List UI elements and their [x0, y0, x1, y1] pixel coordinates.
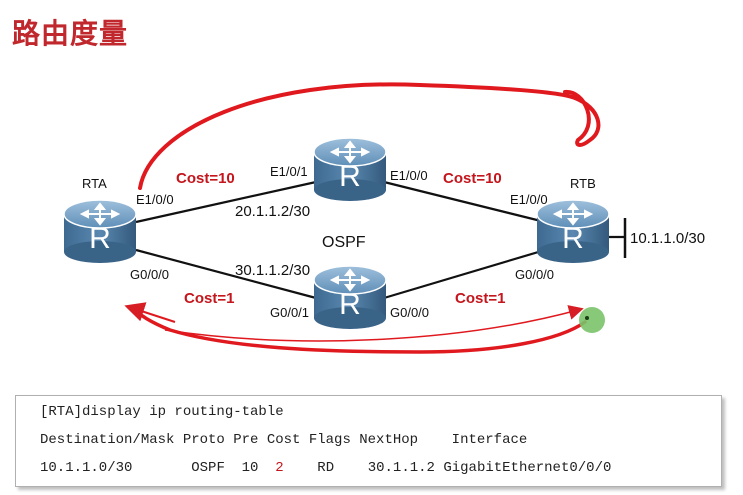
router-rta: R	[63, 199, 137, 264]
cost-upper-right: Cost=10	[443, 170, 502, 187]
if-top-right: E1/0/0	[390, 168, 428, 183]
router-rtb: R	[536, 199, 610, 264]
link-top-rtb	[383, 180, 546, 224]
network-topology-diagram: R R R R RTA RTB E1/0/0 G0/0/0 E1/0/1 E1/…	[63, 82, 705, 354]
if-rta-e1: E1/0/0	[136, 192, 174, 207]
router-bottom: R	[313, 265, 387, 330]
route-pre: 10	[241, 460, 259, 476]
link-bottom-rtb	[383, 248, 546, 300]
if-bottom-left: G0/0/1	[270, 305, 309, 320]
link-rta-top	[135, 180, 317, 224]
address-rtb-network: 10.1.1.0/30	[630, 230, 705, 247]
router-rta-name: RTA	[82, 176, 107, 191]
router-bottom-glyph: R	[339, 288, 361, 321]
route-flags: RD	[317, 460, 335, 476]
if-rta-g0: G0/0/0	[130, 267, 169, 282]
address-bottom-link: 30.1.1.2/30	[235, 262, 310, 279]
router-top-glyph: R	[339, 160, 361, 193]
if-top-left: E1/0/1	[270, 164, 308, 179]
cost-lower-right: Cost=1	[455, 290, 505, 307]
route-proto: OSPF	[191, 460, 225, 476]
routing-table-output: [RTA]display ip routing-table Destinatio…	[15, 395, 722, 487]
router-rtb-name: RTB	[570, 176, 596, 191]
router-rtb-glyph: R	[562, 222, 584, 255]
cli-header: Destination/Mask Proto Pre Cost Flags Ne…	[40, 432, 528, 448]
route-interface: GigabitEthernet0/0/0	[443, 460, 612, 476]
if-rtb-g0: G0/0/0	[515, 267, 554, 282]
lower-path-arrow-left	[124, 302, 176, 323]
link-rta-bottom	[135, 248, 317, 300]
cli-route-row: 10.1.1.0/30 OSPF 10 2 RD 30.1.1.2 Gigabi…	[40, 460, 611, 476]
protocol-label: OSPF	[322, 234, 366, 251]
lower-path-arrow-right	[164, 305, 584, 342]
upper-path-annotation	[138, 82, 601, 190]
route-destination: 10.1.1.0/30	[40, 460, 133, 476]
cli-command: [RTA]display ip routing-table	[40, 404, 284, 420]
if-bottom-right: G0/0/0	[390, 305, 429, 320]
cursor-marker	[579, 307, 605, 333]
if-rtb-e1: E1/0/0	[510, 192, 548, 207]
address-top-link: 20.1.1.2/30	[235, 203, 310, 220]
cost-lower-left: Cost=1	[184, 290, 234, 307]
cost-upper-left: Cost=10	[176, 170, 235, 187]
lower-path-annotation	[130, 306, 587, 354]
route-cost: 2	[275, 460, 284, 476]
route-nexthop: 30.1.1.2	[367, 460, 435, 476]
router-rta-glyph: R	[89, 222, 111, 255]
page-title: 路由度量	[12, 17, 129, 50]
router-top: R	[313, 137, 387, 202]
